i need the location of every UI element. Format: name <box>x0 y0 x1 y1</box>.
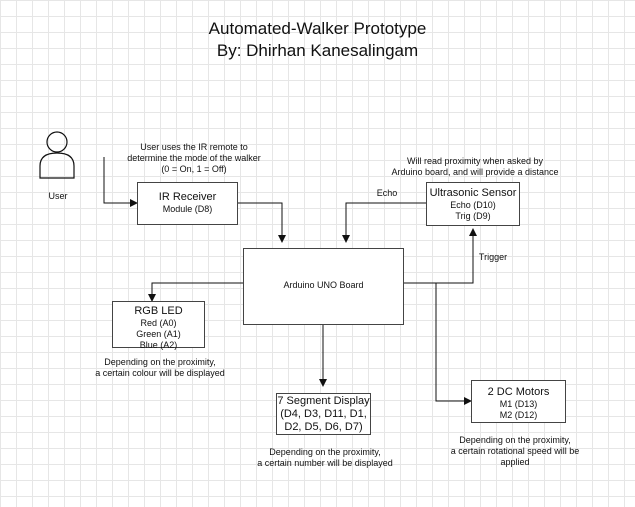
connector-ir-to-arduino <box>238 202 286 243</box>
rgb-led-box: RGB LED Red (A0) Green (A1) Blue (A2) <box>112 301 205 350</box>
user-icon <box>39 131 75 179</box>
echo-label: Echo <box>376 188 398 198</box>
rgb-led-note-line-1: Depending on the proximity, <box>104 357 216 367</box>
seven-segment-box: 7 Segment Display (D4, D3, D11, D1, D2, … <box>276 393 371 435</box>
ultrasonic-trig-pin: Trig (D9) <box>455 211 491 221</box>
ultrasonic-note-line-2: Arduino board, and will provide a distan… <box>391 167 559 177</box>
user-note-line-2: determine the mode of the walker <box>127 153 261 163</box>
rgb-led-note-line-2: a certain colour will be displayed <box>95 368 225 378</box>
user-note: User uses the IR remote to determine the… <box>94 142 294 175</box>
user-note-line-1: User uses the IR remote to <box>140 142 248 152</box>
dc-motors-title: 2 DC Motors <box>487 386 550 398</box>
user-label: User <box>48 191 68 201</box>
connector-to-rgb <box>148 282 243 302</box>
dc-motors-note-line-3: applied <box>500 457 530 467</box>
connector-trigger <box>404 228 477 284</box>
ir-receiver-title: IR Receiver <box>158 191 217 203</box>
rgb-led-red-pin: Red (A0) <box>140 318 177 328</box>
dc-motors-box: 2 DC Motors M1 (D13) M2 (D12) <box>471 380 566 423</box>
ultrasonic-note: Will read proximity when asked by Arduin… <box>360 156 590 178</box>
dc-motor-1-pin: M1 (D13) <box>499 399 538 409</box>
ir-receiver-box: IR Receiver Module (D8) <box>137 182 238 225</box>
ultrasonic-echo-pin: Echo (D10) <box>450 200 496 210</box>
ultrasonic-sensor-box: Ultrasonic Sensor Echo (D10) Trig (D9) <box>426 182 520 226</box>
arduino-title: Arduino UNO Board <box>283 280 364 290</box>
dc-motors-note-line-1: Depending on the proximity, <box>459 435 571 445</box>
trigger-label: Trigger <box>478 252 508 262</box>
connector-to-motors <box>404 282 472 405</box>
ultrasonic-title: Ultrasonic Sensor <box>429 187 517 199</box>
arduino-board-box: Arduino UNO Board <box>243 248 404 325</box>
dc-motor-2-pin: M2 (D12) <box>499 410 538 420</box>
rgb-led-note: Depending on the proximity, a certain co… <box>70 357 250 379</box>
seven-segment-note-line-1: Depending on the proximity, <box>269 447 381 457</box>
connector-user-to-ir <box>103 157 138 207</box>
diagram-title: Automated-Walker Prototype <box>208 19 427 38</box>
rgb-led-title: RGB LED <box>134 305 183 317</box>
ir-receiver-pin: Module (D8) <box>162 204 213 214</box>
ultrasonic-note-line-1: Will read proximity when asked by <box>406 156 544 166</box>
seven-segment-pins-2: D2, D5, D6, D7) <box>284 421 363 433</box>
connector-echo <box>342 202 426 243</box>
user-note-line-3: (0 = On, 1 = Off) <box>161 164 227 174</box>
seven-segment-note: Depending on the proximity, a certain nu… <box>230 447 420 469</box>
seven-segment-pins-1: (D4, D3, D11, D1, <box>280 408 367 420</box>
diagram-author: By: Dhirhan Kanesalingam <box>216 41 419 60</box>
dc-motors-note-line-2: a certain rotational speed will be <box>450 446 580 456</box>
rgb-led-blue-pin: Blue (A2) <box>139 340 178 350</box>
rgb-led-green-pin: Green (A1) <box>136 329 181 339</box>
seven-segment-note-line-2: a certain number will be displayed <box>257 458 393 468</box>
dc-motors-note: Depending on the proximity, a certain ro… <box>430 435 600 468</box>
seven-segment-title: 7 Segment Display <box>277 395 370 407</box>
